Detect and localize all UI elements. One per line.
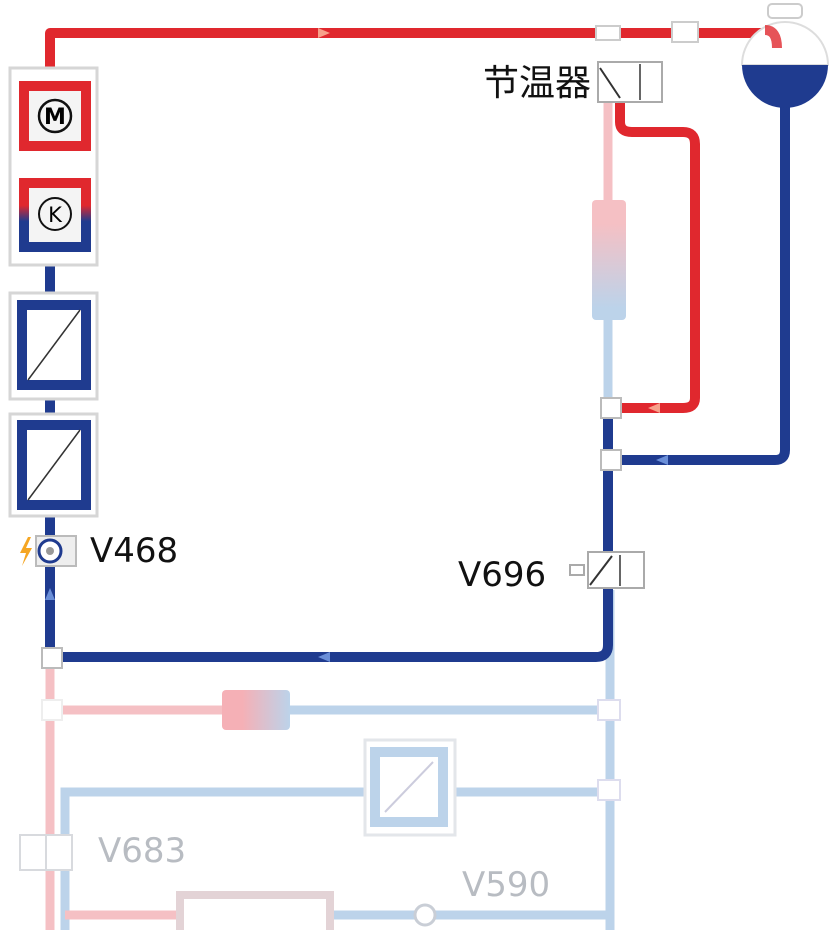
battery-cooler	[176, 891, 334, 930]
chiller-symbol	[384, 761, 434, 813]
heater-core	[222, 690, 290, 730]
pump-v590-icon	[413, 903, 437, 927]
pump-v590-label: V590	[462, 865, 551, 905]
junction	[41, 647, 63, 669]
valve-v696-icon	[569, 551, 645, 589]
converter-symbol	[27, 429, 81, 501]
motor-symbol: M	[44, 105, 66, 130]
thermostat-icon	[597, 61, 663, 103]
compressor-symbol: K	[48, 203, 63, 227]
junction	[41, 699, 63, 721]
lightning-icon	[20, 537, 32, 566]
cold-main-pipe	[45, 250, 613, 662]
t-junction	[595, 25, 621, 41]
electric-motor	[19, 81, 91, 151]
junction	[597, 779, 621, 801]
expansion-tank	[740, 3, 830, 108]
compressor-icon	[38, 197, 72, 231]
cold-tank-outlet-pipe	[612, 105, 790, 465]
valve-v683-label: V683	[98, 831, 187, 871]
hot-return-pipe	[615, 100, 700, 413]
pump-v468-label: V468	[90, 531, 179, 571]
junction	[597, 699, 621, 721]
compressor	[19, 178, 91, 252]
motor-icon	[37, 98, 73, 134]
junction	[600, 449, 622, 471]
flow-arrows	[45, 28, 668, 662]
restrictor	[671, 21, 699, 43]
pump-v468-icon	[35, 535, 77, 567]
inactive-pipes	[45, 100, 615, 930]
radiator	[592, 200, 626, 320]
thermostat-label: 节温器	[483, 63, 592, 104]
junction	[600, 397, 622, 419]
converter-symbol	[27, 309, 81, 381]
valve-v696-label: V696	[458, 555, 547, 595]
